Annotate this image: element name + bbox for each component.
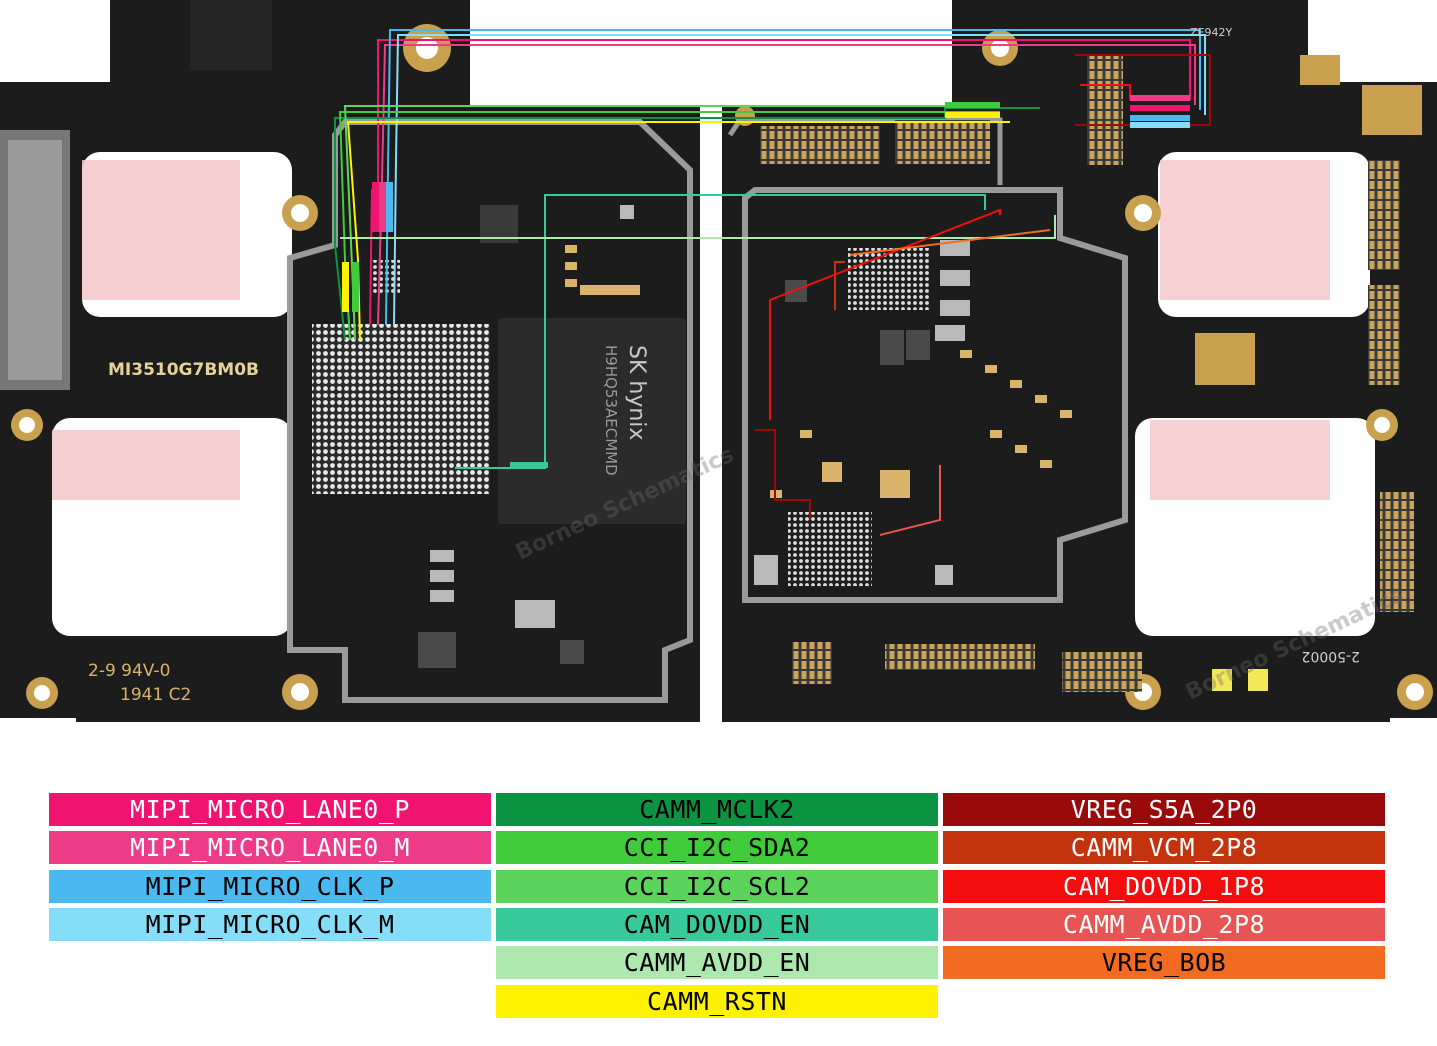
legend-item-cam-dovdd-en: CAM_DOVDD_EN (496, 907, 938, 941)
legend-item-camm-vcm-2p8: CAMM_VCM_2P8 (943, 831, 1385, 865)
legend-item-camm-mclk2: CAMM_MCLK2 (496, 793, 938, 826)
legend-item-camm-avdd-2p8: CAMM_AVDD_2P8 (943, 907, 1385, 941)
date-code-silk: 1941 C2 (120, 685, 191, 705)
rating-silk: 2-9 94V-0 (88, 661, 170, 681)
legend-item-mipi-micro-clk-p: MIPI_MICRO_CLK_P (49, 869, 491, 903)
legend-item-mipi-micro-clk-m: MIPI_MICRO_CLK_M (49, 907, 491, 941)
legend-item-vreg-s5a-2p0: VREG_S5A_2P0 (943, 793, 1385, 826)
legend-item-mipi-micro-lane0-m: MIPI_MICRO_LANE0_M (49, 831, 491, 865)
legend-item-mipi-micro-lane0-p: MIPI_MICRO_LANE0_P (49, 793, 491, 826)
edge-code-silk: 2-50002 (1302, 648, 1361, 664)
legend-item-cci-i2c-scl2: CCI_I2C_SCL2 (496, 869, 938, 903)
legend-item-cam-dovdd-1p8: CAM_DOVDD_1P8 (943, 869, 1385, 903)
pcb-board-photo: SK hynix H9HQ53AECMMD (0, 0, 1437, 722)
legend-item-cci-i2c-sda2: CCI_I2C_SDA2 (496, 831, 938, 865)
legend-item-camm-rstn: CAMM_RSTN (496, 984, 938, 1018)
legend-item-vreg-bob: VREG_BOB (943, 946, 1385, 980)
memory-part-silk: H9HQ53AECMMD (602, 345, 620, 476)
model-silk: MI3510G7BM0B (108, 360, 259, 380)
legend-item-camm-avdd-en: CAMM_AVDD_EN (496, 946, 938, 980)
connector-code-silk: ZE942Y (1190, 26, 1232, 39)
memory-brand-silk: SK hynix (624, 345, 649, 440)
